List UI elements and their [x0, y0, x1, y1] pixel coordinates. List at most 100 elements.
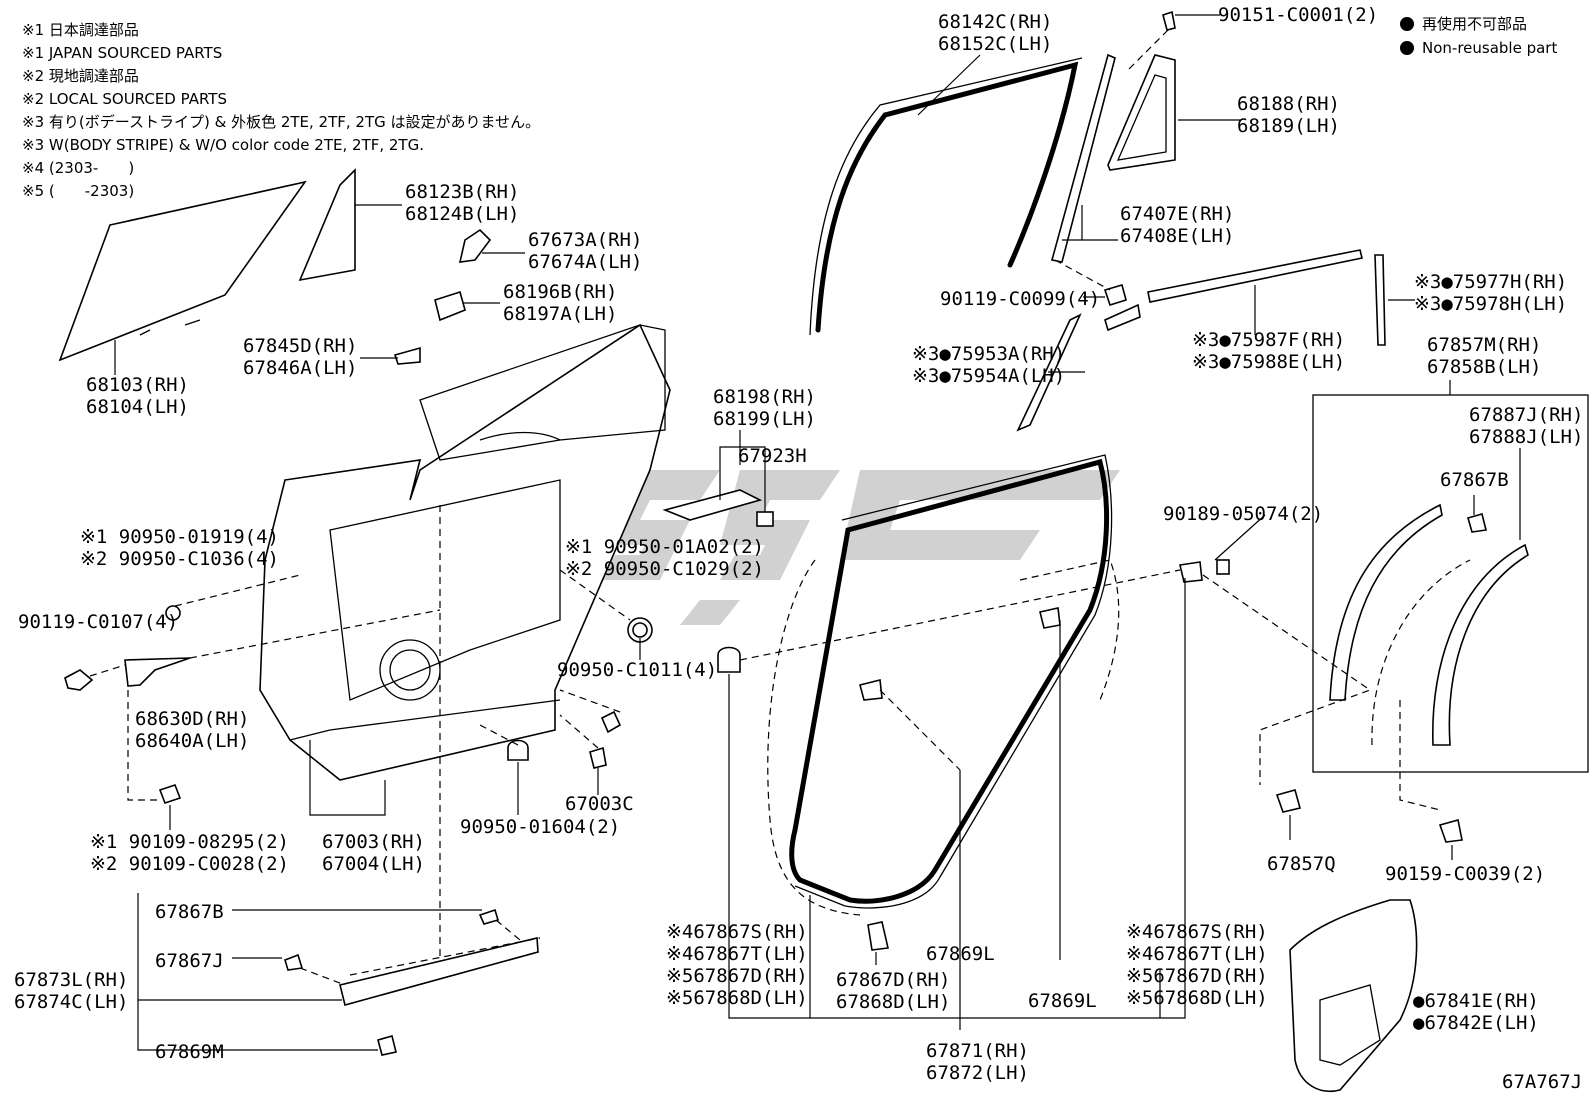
door-weatherstrip [767, 313, 1120, 916]
non-reusable-dot-icon [1400, 17, 1414, 31]
label-90119-c0099: 90119-C0099(4) [940, 288, 1100, 310]
label-75977-rh: ※3●75977H(RH) [1414, 271, 1567, 293]
label-75953-rh: ※3●75953A(RH) [912, 343, 1065, 365]
non-reusable-dot-icon [1400, 41, 1414, 55]
label-68142-lh: 68152C(LH) [938, 33, 1052, 55]
label-67868d-right: ※567868D(LH) [1126, 987, 1268, 1009]
clips-right [717, 513, 1487, 951]
label-90159: 90159-C0039(2) [1385, 863, 1545, 885]
label-67923h: 67923H [738, 445, 807, 467]
quarter-glass [298, 168, 356, 282]
belt-moulding [1103, 10, 1386, 346]
label-67867d-mid-rh: 67867D(RH) [836, 969, 950, 991]
note-1-jp: ※1 日本調達部品 [22, 21, 139, 39]
note-4: ※4 (2303- ) [22, 159, 134, 177]
label-67887-lh: 67888J(LH) [1469, 426, 1583, 448]
label-67407-rh: 67407E(RH) [1120, 203, 1234, 225]
label-67869m: 67869M [155, 1041, 224, 1063]
left-labels: 68103(RH) 68104(LH) 68123B(RH) 68124B(LH… [14, 181, 816, 1063]
note-3-en: ※3 W(BODY STRIPE) & W/O color code 2TE, … [22, 136, 424, 154]
label-67871-lh: 67872(LH) [926, 1062, 1029, 1084]
left-leaders [89, 204, 766, 1051]
label-90950-c1011: 90950-C1011(4) [557, 659, 717, 681]
label-68103-lh: 68104(LH) [86, 396, 189, 418]
label-68198-rh: 68198(RH) [713, 386, 816, 408]
legend-en: Non-reusable part [1422, 39, 1557, 57]
label-90109-08295: ※1 90109-08295(2) [90, 831, 289, 853]
fender-extension-box [1312, 394, 1589, 773]
division-bar [1051, 53, 1116, 263]
label-90151: 90151-C0001(2) [1218, 4, 1378, 26]
label-68196-rh: 68196B(RH) [503, 281, 617, 303]
label-67673-rh: 67673A(RH) [528, 229, 642, 251]
label-67003-rh: 67003(RH) [322, 831, 425, 853]
mudguard [1289, 899, 1418, 1092]
note-2-jp: ※2 現地調達部品 [22, 67, 139, 85]
label-67887-rh: 67887J(RH) [1469, 404, 1583, 426]
label-75953-lh: ※3●75954A(LH) [912, 365, 1065, 387]
label-67867b-lower: 67867B [155, 901, 224, 923]
legend: 再使用不可部品 Non-reusable part [1400, 15, 1557, 57]
label-90950-c1036: ※2 90950-C1036(4) [80, 548, 279, 570]
lower-moulding [284, 908, 539, 1056]
label-67869l-b: 67869L [1028, 990, 1097, 1012]
label-67867d-right: ※567867D(RH) [1126, 965, 1268, 987]
weatherstrip-frame [809, 57, 1083, 336]
label-67845-rh: 67845D(RH) [243, 335, 357, 357]
label-90189: 90189-05074(2) [1163, 503, 1323, 525]
clips-left [64, 228, 774, 805]
label-67003-lh: 67004(LH) [322, 853, 425, 875]
label-75987-lh: ※3●75988E(LH) [1192, 351, 1345, 373]
label-67867s-left: ※467867S(RH) [666, 921, 808, 943]
label-75977-lh: ※3●75978H(LH) [1414, 293, 1567, 315]
label-68188-rh: 68188(RH) [1237, 93, 1340, 115]
label-67407-lh: 67408E(LH) [1120, 225, 1234, 247]
label-75987-rh: ※3●75987F(RH) [1192, 329, 1345, 351]
label-90950-c1029: ※2 90950-C1029(2) [565, 558, 764, 580]
diagram-code: 67A767J [1502, 1071, 1582, 1093]
label-67673-lh: 67674A(LH) [528, 251, 642, 273]
label-68198-lh: 68199(LH) [713, 408, 816, 430]
label-67873-rh: 67873L(RH) [14, 969, 128, 991]
label-67867t-right: ※467867T(LH) [1126, 943, 1268, 965]
label-90119-c0107: 90119-C0107(4) [18, 611, 178, 633]
note-3-jp: ※3 有り(ボデーストライプ) & 外板色 2TE, 2TF, 2TG は設定が… [22, 113, 540, 131]
label-68196-lh: 68197A(LH) [503, 303, 617, 325]
label-68123-lh: 68124B(LH) [405, 203, 519, 225]
label-67841-lh: ●67842E(LH) [1413, 1012, 1539, 1034]
label-67857m-lh: 67858B(LH) [1427, 356, 1541, 378]
label-90950-01919: ※1 90950-01919(4) [80, 526, 279, 548]
label-90950-01a02: ※1 90950-01A02(2) [565, 536, 764, 558]
label-67868d-left: ※567868D(LH) [666, 987, 808, 1009]
label-90109-c0028: ※2 90109-C0028(2) [90, 853, 289, 875]
label-67867t-left: ※467867T(LH) [666, 943, 808, 965]
note-2-en: ※2 LOCAL SOURCED PARTS [22, 90, 227, 108]
label-67867d-mid-lh: 67868D(LH) [836, 991, 950, 1013]
label-67867j-lower: 67867J [155, 950, 224, 972]
label-67867s-right: ※467867S(RH) [1126, 921, 1268, 943]
label-68630-rh: 68630D(RH) [135, 708, 249, 730]
label-67003c: 67003C [565, 793, 634, 815]
note-1-en: ※1 JAPAN SOURCED PARTS [22, 44, 222, 62]
legend-jp: 再使用不可部品 [1422, 15, 1527, 33]
label-67867d-left: ※567867D(RH) [666, 965, 808, 987]
label-67871-rh: 67871(RH) [926, 1040, 1029, 1062]
label-68123-rh: 68123B(RH) [405, 181, 519, 203]
label-68142-rh: 68142C(RH) [938, 11, 1052, 33]
label-67845-lh: 67846A(LH) [243, 357, 357, 379]
label-67873-lh: 67874C(LH) [14, 991, 128, 1013]
label-67867b-upper: 67867B [1440, 469, 1509, 491]
label-67857m-rh: 67857M(RH) [1427, 334, 1541, 356]
label-68630-lh: 68640A(LH) [135, 730, 249, 752]
right-labels: 68142C(RH) 68152C(LH) 90151-C0001(2) 681… [666, 4, 1583, 1084]
label-68188-lh: 68189(LH) [1237, 115, 1340, 137]
right-leaders [728, 14, 1521, 1030]
label-68103-rh: 68103(RH) [86, 374, 189, 396]
quarter-window-frame [1107, 54, 1176, 171]
label-90950-01604: 90950-01604(2) [460, 816, 620, 838]
label-67841-rh: ●67841E(RH) [1413, 990, 1539, 1012]
door-panel [259, 323, 671, 781]
note-5: ※5 ( -2303) [22, 182, 134, 200]
door-glass [58, 180, 307, 362]
